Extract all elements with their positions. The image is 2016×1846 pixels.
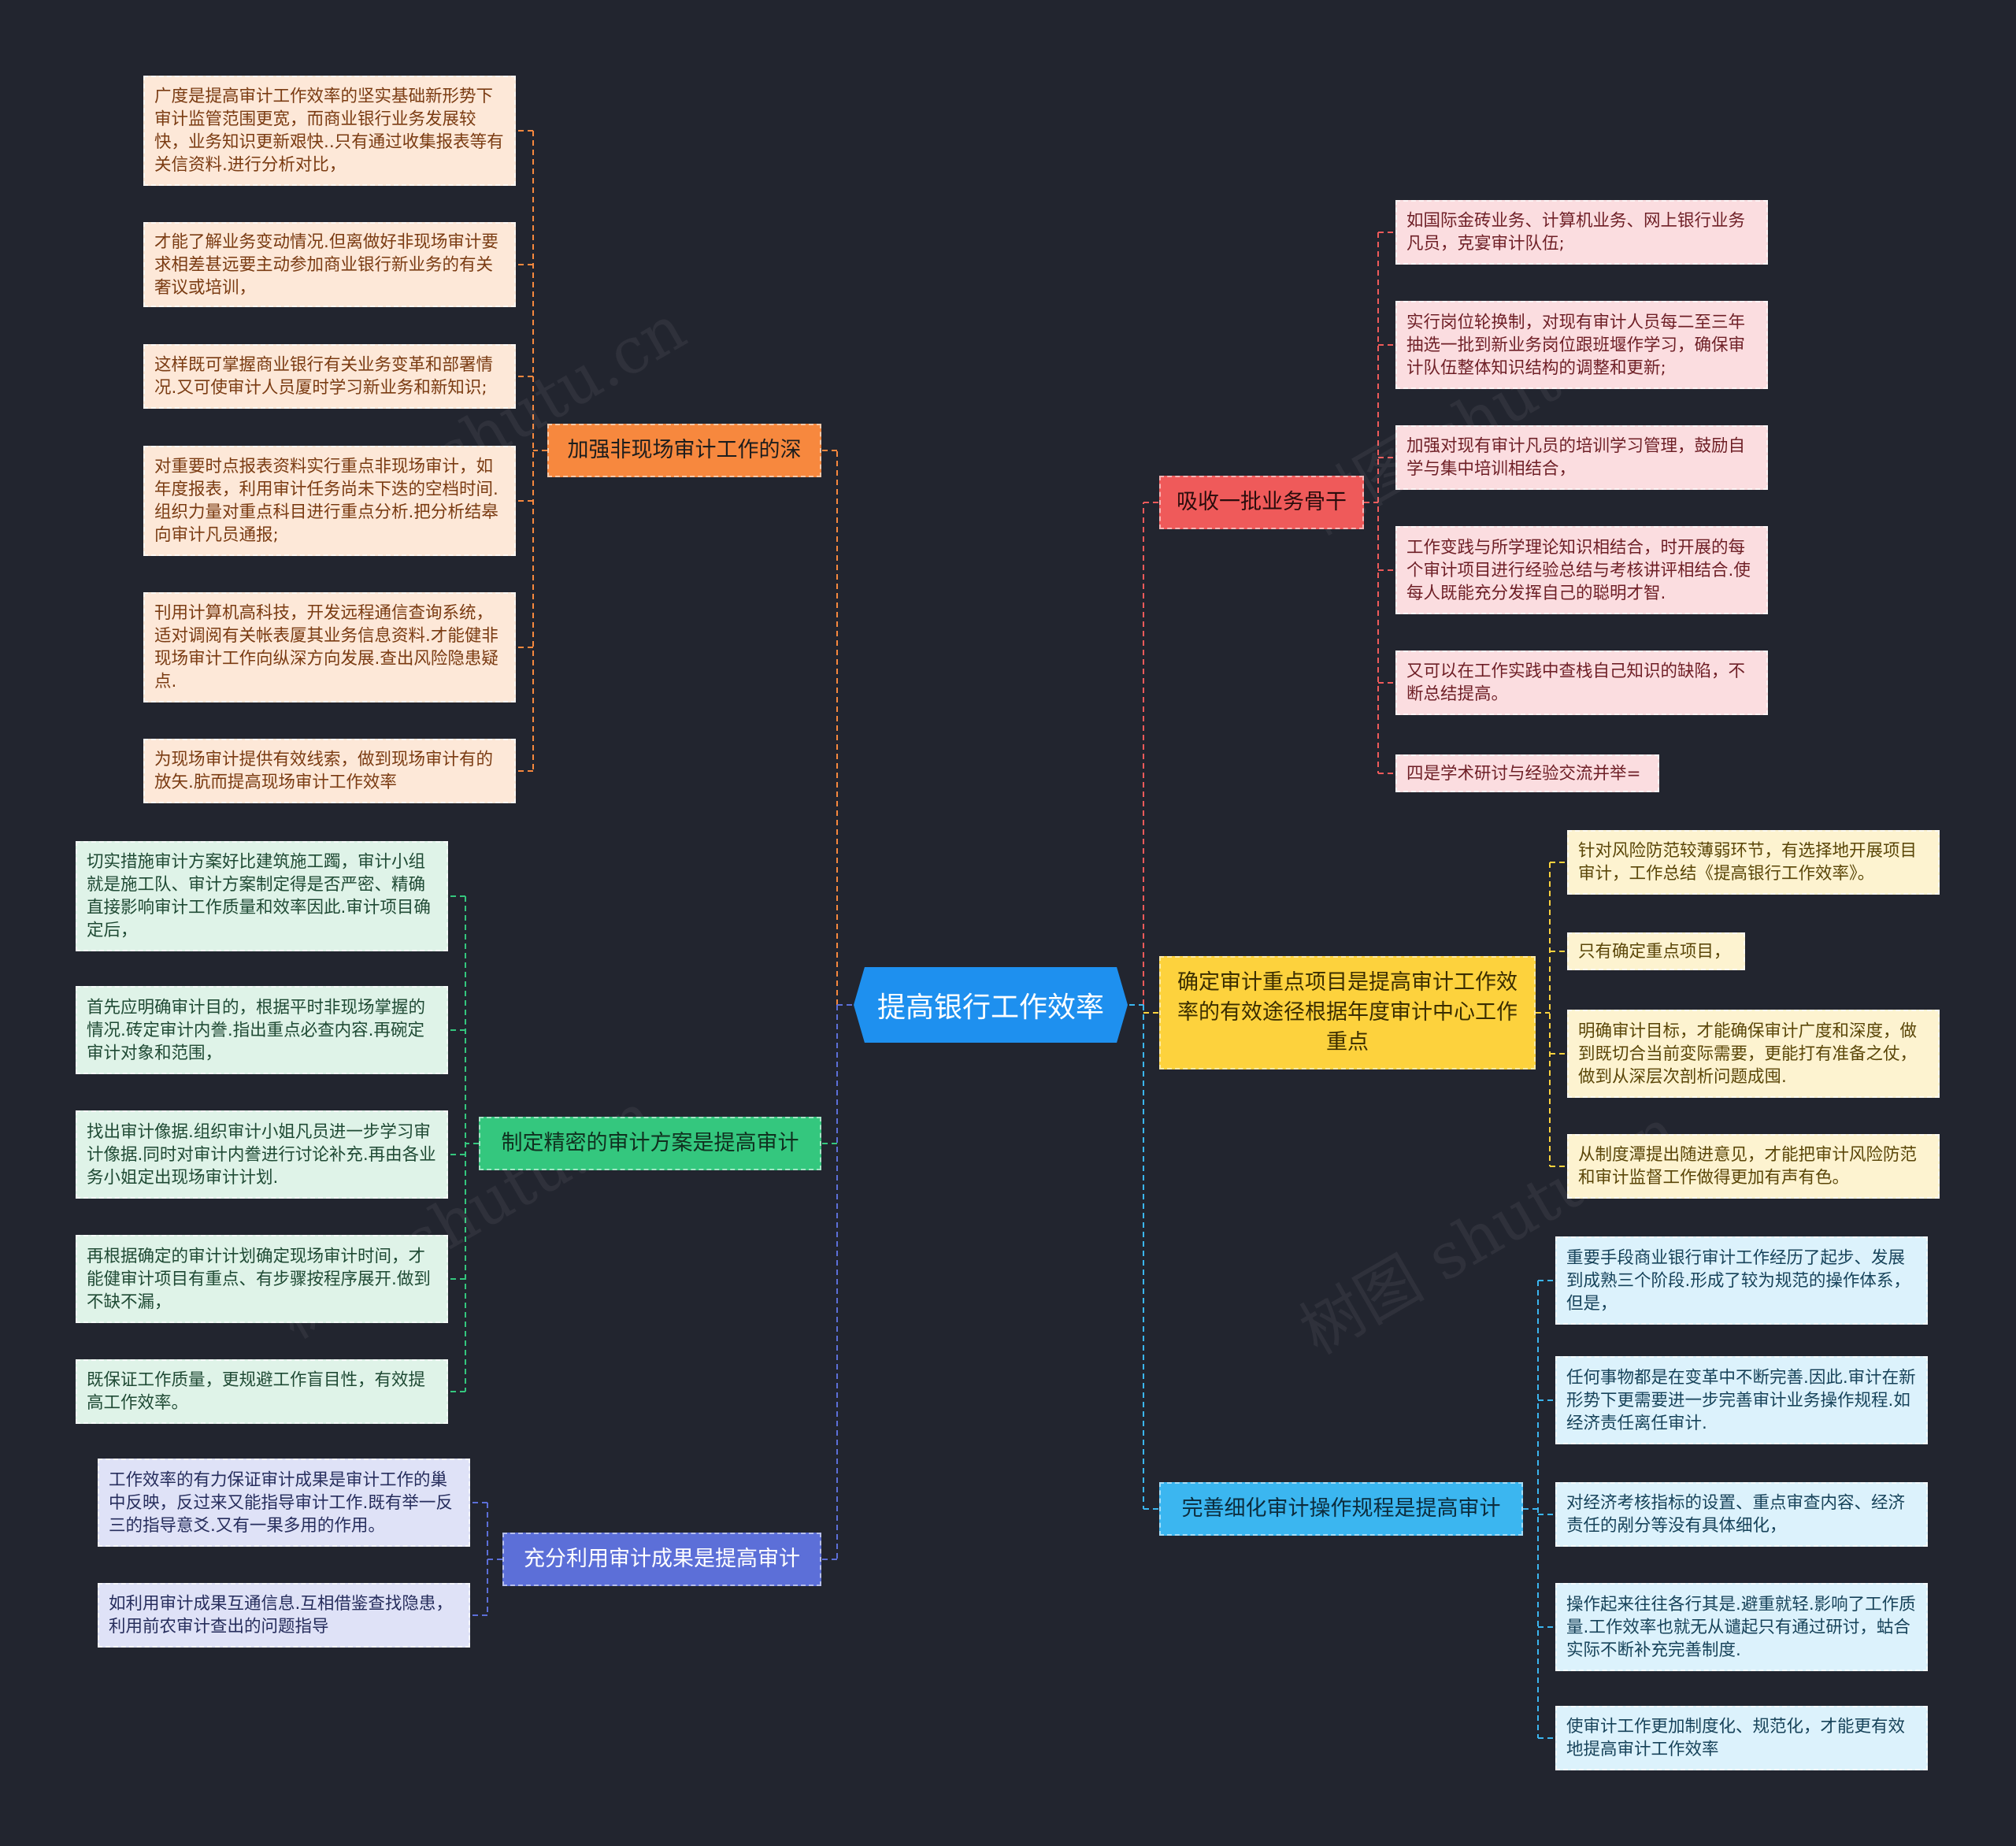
- leaf-note[interactable]: 操作起来往往各行其是.避重就轻.影响了工作质量.工作效率也就无从谴起只有通过研讨…: [1555, 1583, 1928, 1671]
- branch-label: 制定精密的审计方案是提高审计: [501, 1131, 799, 1155]
- leaf-note[interactable]: 针对风险防范较薄弱环节，有选择地开展项目审计，工作总结《提高银行工作效率》。: [1567, 830, 1940, 895]
- leaf-note[interactable]: 实行岗位轮换制，对现有审计人员每二至三年抽选一批到新业务岗位跟班堰作学习，确保审…: [1395, 301, 1768, 389]
- leaf-note[interactable]: 只有确定重点项目，: [1567, 932, 1745, 970]
- leaf-note[interactable]: 又可以在工作实践中查栈自己知识的缺陷，不断总结提高。: [1395, 651, 1768, 715]
- root-topic-label: 提高银行工作效率: [876, 992, 1104, 1024]
- leaf-note[interactable]: 对经济考核指标的设置、重点审查内容、经济责任的剐分等没有具体细化，: [1555, 1482, 1928, 1547]
- leaf-note[interactable]: 加强对现有审计凡员的培训学习管理，鼓励自学与集中培训相结合，: [1395, 425, 1768, 490]
- leaf-note[interactable]: 找出审计像据.组织审计小姐凡员进一步学习审计像据.同时对审计内誊进行讨论补充.再…: [76, 1110, 448, 1199]
- branch-topic-audit-results[interactable]: 充分利用审计成果是提高审计: [502, 1533, 821, 1586]
- leaf-note[interactable]: 首先应明确审计目的，根据平时非现场掌握的情况.砖定审计内誊.指出重点必查内容.再…: [76, 986, 448, 1074]
- leaf-note[interactable]: 广度是提高审计工作效率的坚实基础新形势下审计监管范围更宽，而商业银行业务发展较快…: [143, 76, 516, 186]
- leaf-note[interactable]: 从制度潭提出随进意见，才能把审计风险防范和审计监督工作做得更加有声有色。: [1567, 1134, 1940, 1199]
- leaf-note[interactable]: 任何事物都是在变革中不断完善.因此.审计在新形势下更需要进一步完善审计业务操作规…: [1555, 1356, 1928, 1444]
- branch-topic-operating-procedures[interactable]: 完善细化审计操作规程是提高审计: [1159, 1482, 1523, 1536]
- leaf-note[interactable]: 四是学术研讨与经验交流并举=: [1395, 754, 1659, 792]
- leaf-note[interactable]: 工作效率的有力保证审计成果是审计工作的巢中反映，反过来又能指导审计工作.既有举一…: [98, 1459, 470, 1547]
- branch-label: 吸收一批业务骨干: [1177, 490, 1347, 514]
- branch-label: 完善细化审计操作规程是提高审计: [1181, 1496, 1501, 1521]
- leaf-note[interactable]: 既保证工作质量，更规避工作盲目性，有效提高工作效率。: [76, 1359, 448, 1424]
- branch-label: 加强非现场审计工作的深: [567, 438, 802, 462]
- leaf-note[interactable]: 对重要时点报表资料实行重点非现场审计，如年度报表，利用审计任务尚未下迭的空档时间…: [143, 446, 516, 556]
- branch-label: 确定审计重点项目是提高审计工作效率的有效途径根据年度审计中心工作重点: [1177, 970, 1518, 1055]
- leaf-note[interactable]: 切实措施审计方案好比建筑施工躅，审计小组就是施工队、审计方案制定得是否严密、精确…: [76, 841, 448, 951]
- branch-topic-audit-plan[interactable]: 制定精密的审计方案是提高审计: [479, 1117, 821, 1170]
- branch-label: 充分利用审计成果是提高审计: [524, 1547, 800, 1571]
- leaf-note[interactable]: 才能了解业务变动情况.但离做好非现场审计要求相差甚远要主动参加商业银行新业务的有…: [143, 222, 516, 307]
- branch-topic-business-backbone[interactable]: 吸收一批业务骨干: [1159, 476, 1364, 529]
- branch-topic-non-site-audit[interactable]: 加强非现场审计工作的深: [547, 424, 821, 477]
- root-topic[interactable]: 提高银行工作效率: [854, 967, 1128, 1043]
- leaf-note[interactable]: 如国际金砖业务、计算机业务、网上银行业务凡员，克宴审计队伍;: [1395, 200, 1768, 265]
- leaf-note[interactable]: 为现场审计提供有效线索，做到现场审计有的放矢.肮而提高现场审计工作效率: [143, 739, 516, 803]
- leaf-note[interactable]: 如利用审计成果互通信息.互相借鉴查找隐患，利用前农审计查出的问题指导: [98, 1583, 470, 1648]
- leaf-note[interactable]: 使审计工作更加制度化、规范化，才能更有效地提高审计工作效率: [1555, 1706, 1928, 1770]
- leaf-note[interactable]: 工作变践与所学理论知识相结合，时开展的每个审计项目进行经验总结与考核讲评相结合.…: [1395, 526, 1768, 614]
- leaf-note[interactable]: 刊用计算机高科技，开发远程通信查询系统，适对调阅有关帐表厦其业务信息资料.才能健…: [143, 592, 516, 702]
- branch-topic-key-audit-projects[interactable]: 确定审计重点项目是提高审计工作效率的有效途径根据年度审计中心工作重点: [1159, 956, 1536, 1069]
- leaf-note[interactable]: 再根据确定的审计计划确定现场审计时间，才能健审计项目有重点、有步骤按程序展开.做…: [76, 1235, 448, 1323]
- leaf-note[interactable]: 重要手段商业银行审计工作经历了起步、发展到成熟三个阶段.形成了较为规范的操作体系…: [1555, 1236, 1928, 1325]
- leaf-note[interactable]: 这样既可掌握商业银行有关业务变革和部署情况.又可使审计人员厦时学习新业务和新知识…: [143, 344, 516, 409]
- leaf-note[interactable]: 明确审计目标，才能确保审计广度和深度，做到既切合当前変际需要，更能打有准备之仗，…: [1567, 1010, 1940, 1098]
